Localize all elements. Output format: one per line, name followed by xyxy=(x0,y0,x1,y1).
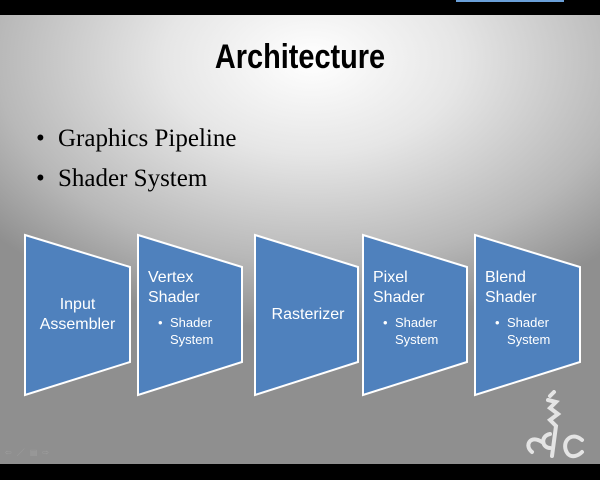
stage-shape xyxy=(474,233,581,397)
next-icon[interactable]: ⇨ xyxy=(42,448,54,457)
top-bar xyxy=(0,0,600,15)
previous-icon[interactable]: ⇦ xyxy=(5,448,17,457)
stage-rasterizer: Rasterizer xyxy=(258,305,358,325)
stage-shape xyxy=(137,233,243,397)
bullet-text: Shader System xyxy=(58,165,208,192)
stage-shape xyxy=(254,233,359,397)
stage-title: Vertex xyxy=(148,269,194,286)
stage-sub: System xyxy=(170,332,214,347)
stage-sub: System xyxy=(507,332,551,347)
top-strip xyxy=(456,0,564,2)
menu-icon[interactable]: ▤ xyxy=(29,448,43,457)
stage-sub: Shader xyxy=(395,315,437,330)
stage-shape xyxy=(362,233,468,397)
bullet-text: Graphics Pipeline xyxy=(58,125,237,152)
slide xyxy=(0,15,600,464)
stage-title: Input xyxy=(59,296,96,313)
stage-title: Shader xyxy=(373,289,425,306)
pen-icon[interactable]: ／ xyxy=(16,448,30,457)
bullet-item: •Graphics Pipeline xyxy=(36,125,237,152)
stage-sub: Shader xyxy=(507,315,549,330)
slide-title: Architecture xyxy=(214,38,386,76)
logo-icon xyxy=(526,390,584,459)
stage-shape xyxy=(24,233,131,397)
stage-title: Shader xyxy=(148,289,200,306)
stage-sub: System xyxy=(395,332,439,347)
stage-title: Assembler xyxy=(39,316,116,333)
stage-title: Blend xyxy=(485,269,526,286)
stage-title: Rasterizer xyxy=(271,306,345,323)
slideshow-controls: ⇦／▤⇨ xyxy=(5,447,54,458)
stage-input-assembler: Input Assembler xyxy=(25,295,130,335)
bullet-item: •Shader System xyxy=(36,165,208,192)
stage-title: Shader xyxy=(485,289,537,306)
stage-title: Pixel xyxy=(373,269,408,286)
stage-sub: Shader xyxy=(170,315,212,330)
